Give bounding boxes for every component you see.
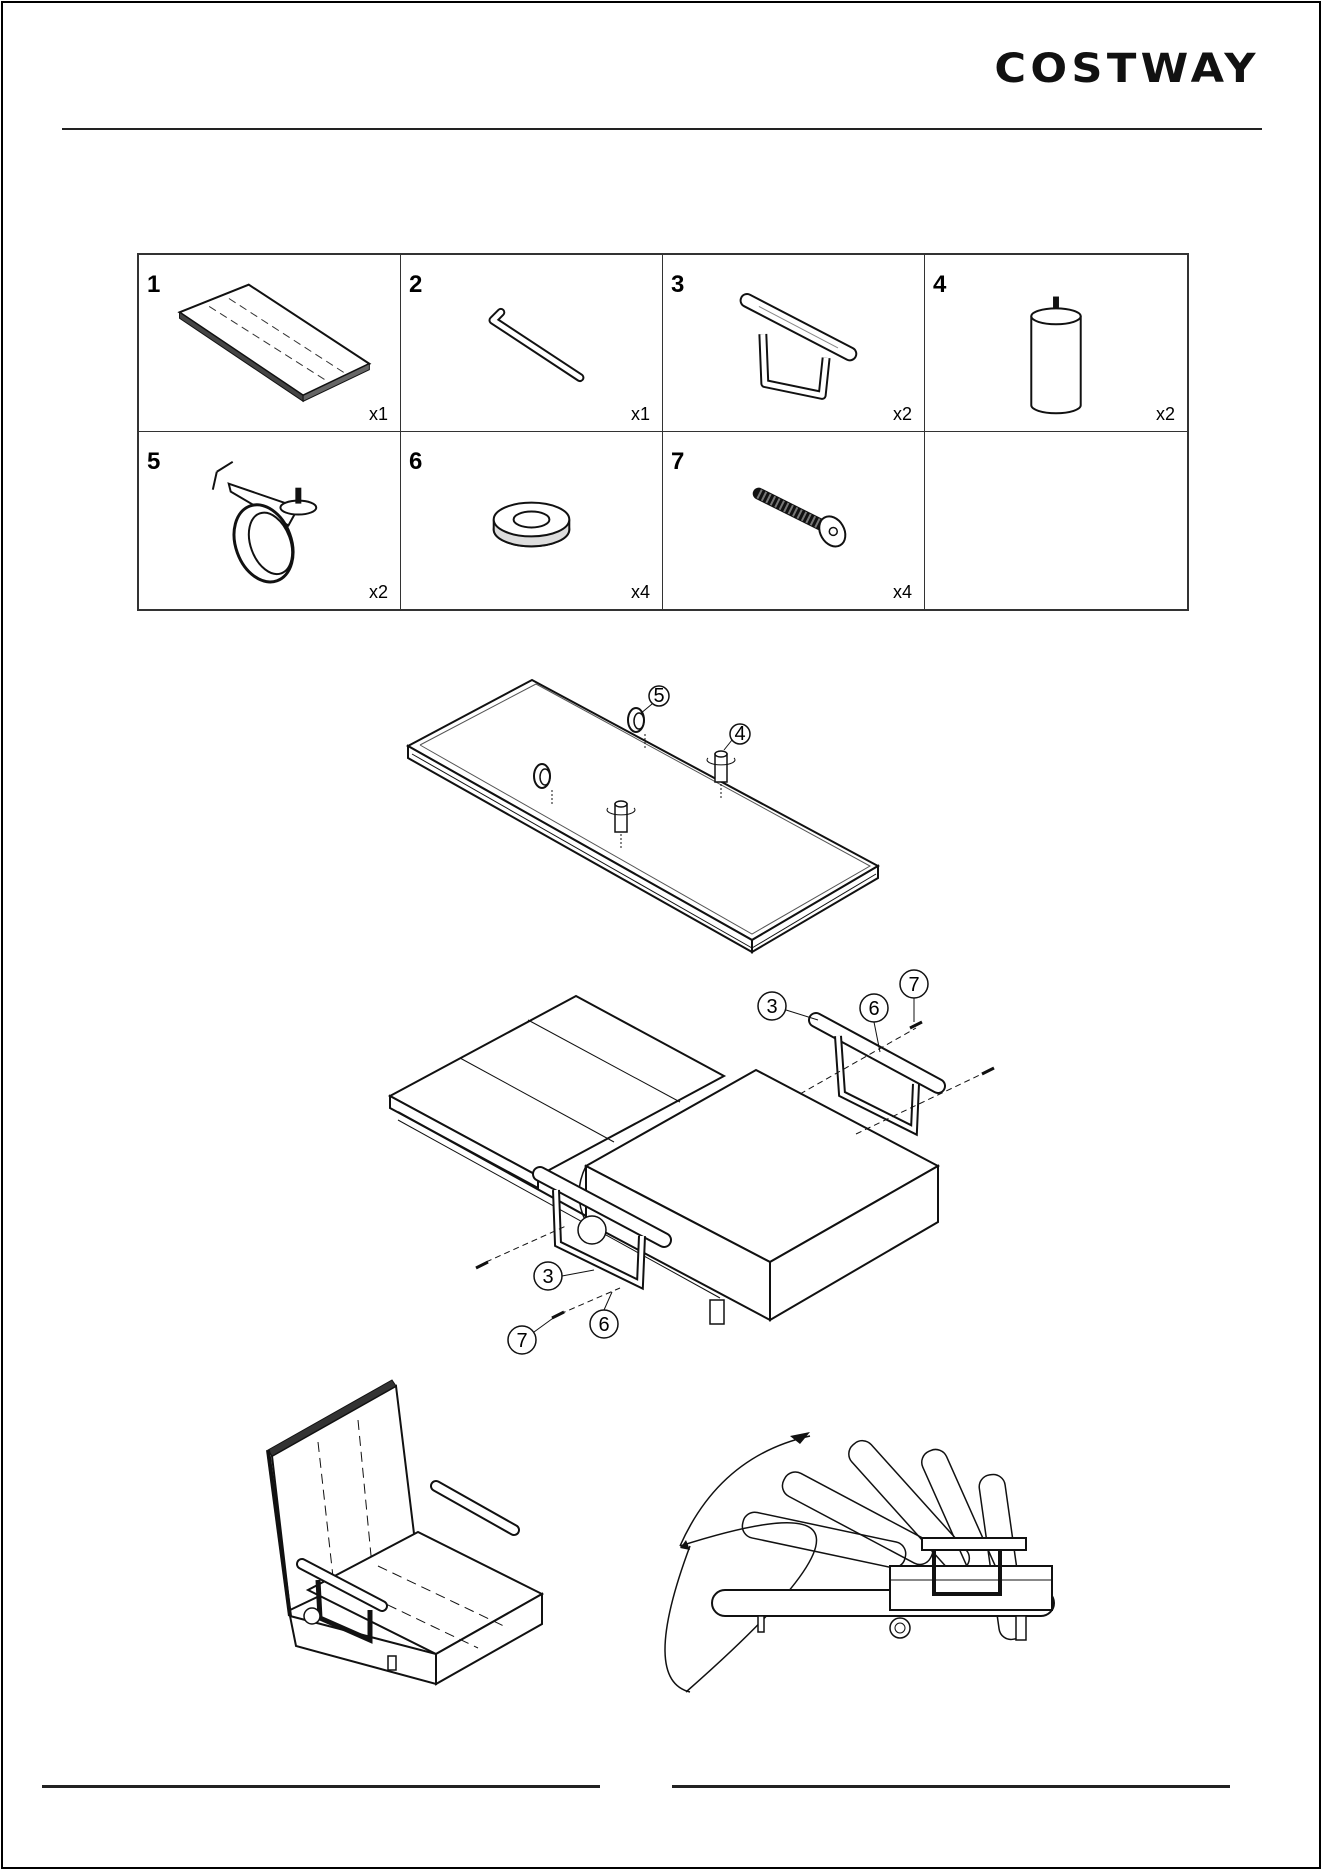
- board-icon: [139, 255, 400, 431]
- washer-icon: [401, 432, 662, 609]
- part-quantity: x2: [1156, 404, 1175, 425]
- footer-divider-right: [672, 1785, 1230, 1788]
- part-number: 5: [147, 448, 160, 476]
- part-number: 7: [671, 448, 684, 476]
- part-quantity: x2: [893, 404, 912, 425]
- brand-logo: COSTWAY: [994, 46, 1260, 92]
- header-divider: [62, 128, 1262, 130]
- caster-wheel-icon: [139, 432, 400, 609]
- part-cell-4: 4 x2: [925, 255, 1187, 432]
- part-quantity: x4: [631, 582, 650, 603]
- part-number: 3: [671, 271, 684, 299]
- part-number: 6: [409, 448, 422, 476]
- bolt-icon: [663, 432, 924, 609]
- part-quantity: x1: [631, 404, 650, 425]
- leg-icon: [925, 255, 1187, 431]
- part-cell-2: 2 x1: [401, 255, 663, 432]
- part-number: 2: [409, 271, 422, 299]
- part-cell-3: 3 x2: [663, 255, 925, 432]
- allen-key-icon: [401, 255, 662, 431]
- part-quantity: x4: [893, 582, 912, 603]
- part-number: 4: [933, 271, 946, 299]
- part-cell-empty: [925, 432, 1187, 609]
- part-quantity: x1: [369, 404, 388, 425]
- footer-divider-left: [42, 1785, 600, 1788]
- part-quantity: x2: [369, 582, 388, 603]
- part-cell-5: 5 x2: [139, 432, 401, 609]
- armrest-icon: [663, 255, 924, 431]
- parts-table: 1 x1 2 x1 3 x2 4 x2: [137, 253, 1189, 611]
- part-cell-7: 7 x4: [663, 432, 925, 609]
- part-number: 1: [147, 271, 160, 299]
- part-cell-6: 6 x4: [401, 432, 663, 609]
- part-cell-1: 1 x1: [139, 255, 401, 432]
